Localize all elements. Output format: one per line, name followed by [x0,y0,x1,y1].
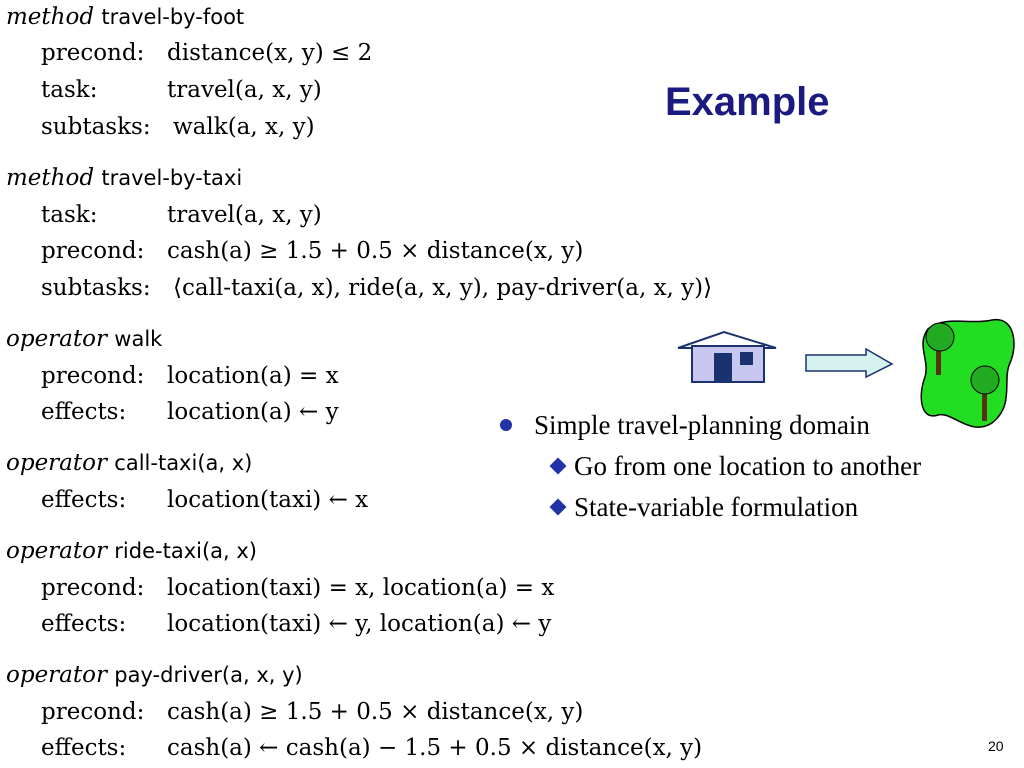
method-header: method travel-by-taxi [6,163,242,193]
row-label: task: [41,77,98,103]
bullet-sub: State-variable formulation [549,490,859,524]
row-expr: ⟨call-taxi(a, x), ride(a, x, y), pay-dri… [173,275,713,301]
bullet-dot-icon [500,418,512,431]
row: precond: cash(a) ≥ 1.5 + 0.5 × distance(x… [41,236,583,266]
keyword: operator [6,450,107,476]
row-label: precond: [41,40,145,66]
row-expr: location(taxi) ← x [167,487,369,513]
row-label: task: [41,202,98,228]
row: effects: location(taxi) ← y, location(a) … [41,609,551,639]
keyword: method [6,4,95,30]
bullet-diamond-icon [549,498,567,516]
method-name: travel-by-foot [101,5,245,29]
house-icon [677,330,777,383]
row-expr: cash(a) ≥ 1.5 + 0.5 × distance(x, y) [167,699,584,725]
operator-header: operator ride-taxi(a, x) [6,536,257,566]
row-expr: cash(a) ← cash(a) − 1.5 + 0.5 × distance… [167,735,703,761]
row: precond: location(a) = x [41,361,339,391]
method-header: method travel-by-foot [6,2,244,32]
row-label: effects: [41,611,127,637]
bullet-main: Simple travel-planning domain [500,408,870,442]
park-icon [920,319,1015,428]
row-label: subtasks: [41,114,151,140]
row-label: precond: [41,575,145,601]
row-expr: travel(a, x, y) [167,77,322,103]
keyword: method [6,165,95,191]
slide-title: Example [665,80,830,124]
bullet-text: Simple travel-planning domain [534,410,870,440]
operator-name: walk [114,327,163,351]
row-label: effects: [41,487,127,513]
row: precond: cash(a) ≥ 1.5 + 0.5 × distance(x… [41,697,583,727]
operator-name: pay-driver(a, x, y) [114,663,303,687]
operator-header: operator walk [6,324,162,354]
row-expr: location(a) = x [167,363,339,389]
row-expr: location(a) ← y [167,399,339,425]
row-expr: cash(a) ≥ 1.5 + 0.5 × distance(x, y) [167,238,584,264]
travel-illustration [677,319,1015,428]
keyword: operator [6,326,107,352]
bullet-text: State-variable formulation [574,492,859,522]
row: task: travel(a, x, y) [41,200,322,230]
row: task: travel(a, x, y) [41,75,322,105]
row-expr: travel(a, x, y) [167,202,322,228]
row-label: precond: [41,238,145,264]
row: effects: cash(a) ← cash(a) − 1.5 + 0.5 × … [41,733,702,763]
row: precond: location(taxi) = x, location(a) … [41,573,554,603]
row-expr: walk(a, x, y) [173,114,315,140]
row-label: effects: [41,735,127,761]
row-expr: location(taxi) = x, location(a) = x [167,575,555,601]
row: effects: location(a) ← y [41,397,339,427]
method-name: travel-by-taxi [101,166,243,190]
row-label: precond: [41,363,145,389]
bullet-sub: Go from one location to another [549,449,922,483]
page-number: 20 [988,738,1004,754]
bullet-diamond-icon [549,457,567,475]
row-label: effects: [41,399,127,425]
bullet-text: Go from one location to another [574,451,922,481]
row: subtasks: ⟨call-taxi(a, x), ride(a, x, y)… [41,273,712,303]
row: precond: distance(x, y) ≤ 2 [41,38,372,68]
row-expr: location(taxi) ← y, location(a) ← y [167,611,552,637]
operator-header: operator call-taxi(a, x) [6,448,252,478]
keyword: operator [6,538,107,564]
arrow-icon [805,347,894,379]
row-expr: distance(x, y) ≤ 2 [167,40,373,66]
row: subtasks: walk(a, x, y) [41,112,315,142]
row: effects: location(taxi) ← x [41,485,368,515]
row-label: precond: [41,699,145,725]
operator-name: call-taxi(a, x) [114,451,253,475]
keyword: operator [6,662,107,688]
operator-name: ride-taxi(a, x) [114,539,257,563]
row-label: subtasks: [41,275,151,301]
operator-header: operator pay-driver(a, x, y) [6,660,303,690]
